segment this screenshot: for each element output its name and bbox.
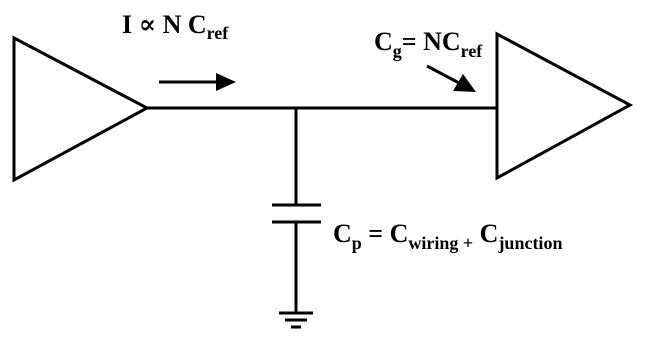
receiver-buffer-triangle <box>495 31 634 181</box>
parasitic-cap-sub2: wiring + <box>408 233 473 253</box>
parasitic-cap-sub3: junction <box>497 233 562 253</box>
gate-cap-arrow <box>426 64 476 92</box>
ground-symbol <box>279 311 313 329</box>
current-label-main: I ∝ N C <box>122 10 207 39</box>
parasitic-cap-mid2: C <box>473 219 498 248</box>
current-label: I ∝ N Cref <box>122 10 229 43</box>
current-label-sub: ref <box>207 23 230 43</box>
parasitic-cap-main: C <box>333 219 352 248</box>
parasitic-cap-mid: = C <box>362 219 409 248</box>
parasitic-cap-label: Cp = Cwiring + Cjunction <box>333 219 562 253</box>
gate-cap-mid: = NC <box>402 27 461 56</box>
parasitic-cap-sub1: p <box>352 233 362 253</box>
driver-buffer-triangle <box>12 35 151 183</box>
current-arrow <box>159 73 236 91</box>
gate-cap-main: C <box>374 27 393 56</box>
gate-cap-sub1: g <box>393 41 402 61</box>
gate-cap-label: Cg= NCref <box>374 27 483 61</box>
gate-cap-sub2: ref <box>461 41 484 61</box>
